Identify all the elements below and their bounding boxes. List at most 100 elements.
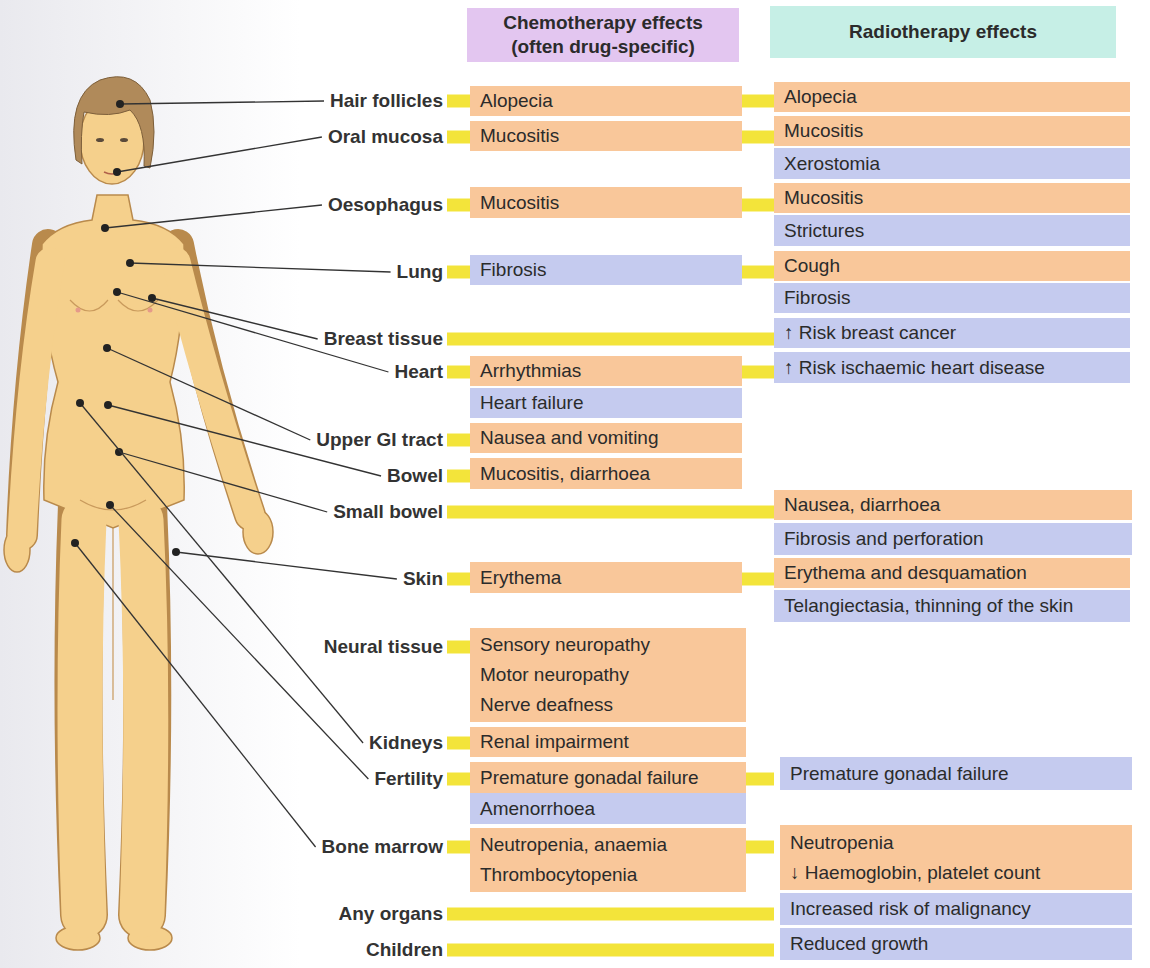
eye: [120, 138, 128, 142]
shaded-ground: [0, 0, 300, 968]
late-effect-band: Amenorrhoea: [470, 793, 746, 824]
organ-label: Hair follicles: [330, 89, 443, 113]
acute-effect-band: Erythema and desquamation: [774, 558, 1130, 588]
limb-fills: [22, 262, 250, 915]
leader-line: [176, 552, 397, 579]
organ-label: Children: [366, 938, 443, 962]
column-header: Chemotherapy effects (often drug-specifi…: [467, 8, 739, 62]
acute-effect-band: Mucositis: [774, 116, 1130, 146]
effect-text: Nausea and vomiting: [480, 423, 732, 453]
connector-bar: [447, 773, 470, 786]
effect-text: Erythema: [480, 563, 732, 593]
organ-label: Fertility: [374, 767, 443, 791]
effect-text: Heart failure: [480, 388, 732, 418]
leader-line: [130, 263, 391, 272]
effect-text: Mucositis: [784, 116, 1120, 146]
body-point: [116, 100, 124, 108]
acute-effect-band: Cough: [774, 251, 1130, 281]
connector-bar: [447, 944, 774, 957]
leg-gap: [112, 528, 113, 700]
organ-label: Oral mucosa: [328, 125, 443, 149]
body-point: [106, 501, 114, 509]
acute-effect-band: Nausea, diarrhoea: [774, 490, 1132, 520]
effect-text: Mucositis, diarrhoea: [480, 459, 732, 489]
leader-line: [105, 205, 322, 228]
connector-bar: [742, 841, 774, 854]
effect-text: Alopecia: [480, 86, 732, 116]
effect-text: Reduced growth: [790, 929, 1122, 959]
late-effect-band: Increased risk of malignancy: [780, 893, 1132, 925]
effect-text: Neutropenia, anaemia: [480, 830, 736, 860]
acute-effect-band: Erythema: [470, 562, 742, 593]
connector-bar: [447, 131, 470, 144]
effect-text: Mucositis: [480, 121, 732, 151]
acute-effect-band: Mucositis, diarrhoea: [470, 458, 742, 489]
nipple: [148, 308, 153, 313]
effect-text: Alopecia: [784, 82, 1120, 112]
effect-text: Premature gonadal failure: [480, 763, 736, 793]
body-point: [101, 224, 109, 232]
late-effect-band: ↑ Risk ischaemic heart disease: [774, 352, 1130, 383]
connector-bar: [742, 266, 774, 279]
late-effect-band: Reduced growth: [780, 928, 1132, 960]
effect-text: Motor neuropathy: [480, 660, 736, 690]
header-text: Radiotherapy effects: [849, 20, 1037, 44]
acute-effect-band: Sensory neuropathyMotor neuropathyNerve …: [470, 628, 746, 722]
body-point: [71, 539, 79, 547]
late-effect-band: Fibrosis and perforation: [774, 523, 1132, 555]
effect-text: Renal impairment: [480, 727, 736, 757]
effect-text: Amenorrhoea: [480, 794, 736, 824]
organ-label: Oesophagus: [328, 193, 443, 217]
connector-bar: [742, 366, 774, 379]
effect-text: Mucositis: [480, 188, 732, 218]
leader-line: [152, 298, 318, 339]
acute-effect-band: Neutropenia↓ Haemoglobin, platelet count: [780, 825, 1132, 890]
effect-text: Cough: [784, 251, 1120, 281]
connector-bar: [447, 841, 470, 854]
effect-text: Strictures: [784, 216, 1120, 246]
effect-text: Mucositis: [784, 183, 1120, 213]
effect-text: Xerostomia: [784, 149, 1120, 179]
late-effect-band: Xerostomia: [774, 148, 1130, 179]
connector-bar: [447, 573, 470, 586]
organ-label: Any organs: [338, 902, 443, 926]
body-point: [113, 168, 121, 176]
late-effect-band: Premature gonadal failure: [780, 757, 1132, 790]
acute-effect-band: Mucositis: [470, 187, 742, 218]
connector-bar: [447, 908, 774, 921]
header-text: Chemotherapy effects (often drug-specifi…: [477, 11, 729, 59]
connector-bar: [447, 333, 774, 346]
acute-effect-band: Mucositis: [774, 183, 1130, 213]
connector-bar: [742, 773, 774, 786]
effect-text: Fibrosis: [784, 283, 1120, 313]
effect-text: Fibrosis: [480, 255, 732, 285]
effect-text: Fibrosis and perforation: [784, 524, 1122, 554]
body-point: [113, 288, 121, 296]
connector-bar: [742, 573, 774, 586]
connector-bar: [447, 737, 470, 750]
connector-bar: [447, 266, 470, 279]
connector-bar: [447, 95, 470, 108]
acute-effect-band: Renal impairment: [470, 727, 746, 757]
effect-text: Arrhythmias: [480, 356, 732, 386]
leader-line: [120, 101, 324, 104]
acute-effect-band: Alopecia: [470, 86, 742, 116]
acute-effect-band: Arrhythmias: [470, 356, 742, 386]
organ-label: Upper GI tract: [316, 428, 443, 452]
late-effect-band: Fibrosis: [774, 283, 1130, 313]
connector-bar: [447, 199, 470, 212]
effect-text: ↑ Risk ischaemic heart disease: [784, 353, 1120, 383]
effect-text: ↓ Haemoglobin, platelet count: [790, 858, 1122, 888]
body-point: [172, 548, 180, 556]
organ-label: Neural tissue: [324, 635, 443, 659]
leader-line: [80, 403, 363, 743]
body-point: [76, 399, 84, 407]
body-point: [104, 401, 112, 409]
connector-bar: [447, 470, 470, 483]
acute-effect-band: Mucositis: [470, 121, 742, 151]
breast-curve: [70, 300, 158, 311]
organ-label: Breast tissue: [324, 327, 443, 351]
acute-effect-band: Alopecia: [774, 82, 1130, 112]
late-effect-band: Heart failure: [470, 388, 742, 418]
effect-text: Neutropenia: [790, 828, 1122, 858]
